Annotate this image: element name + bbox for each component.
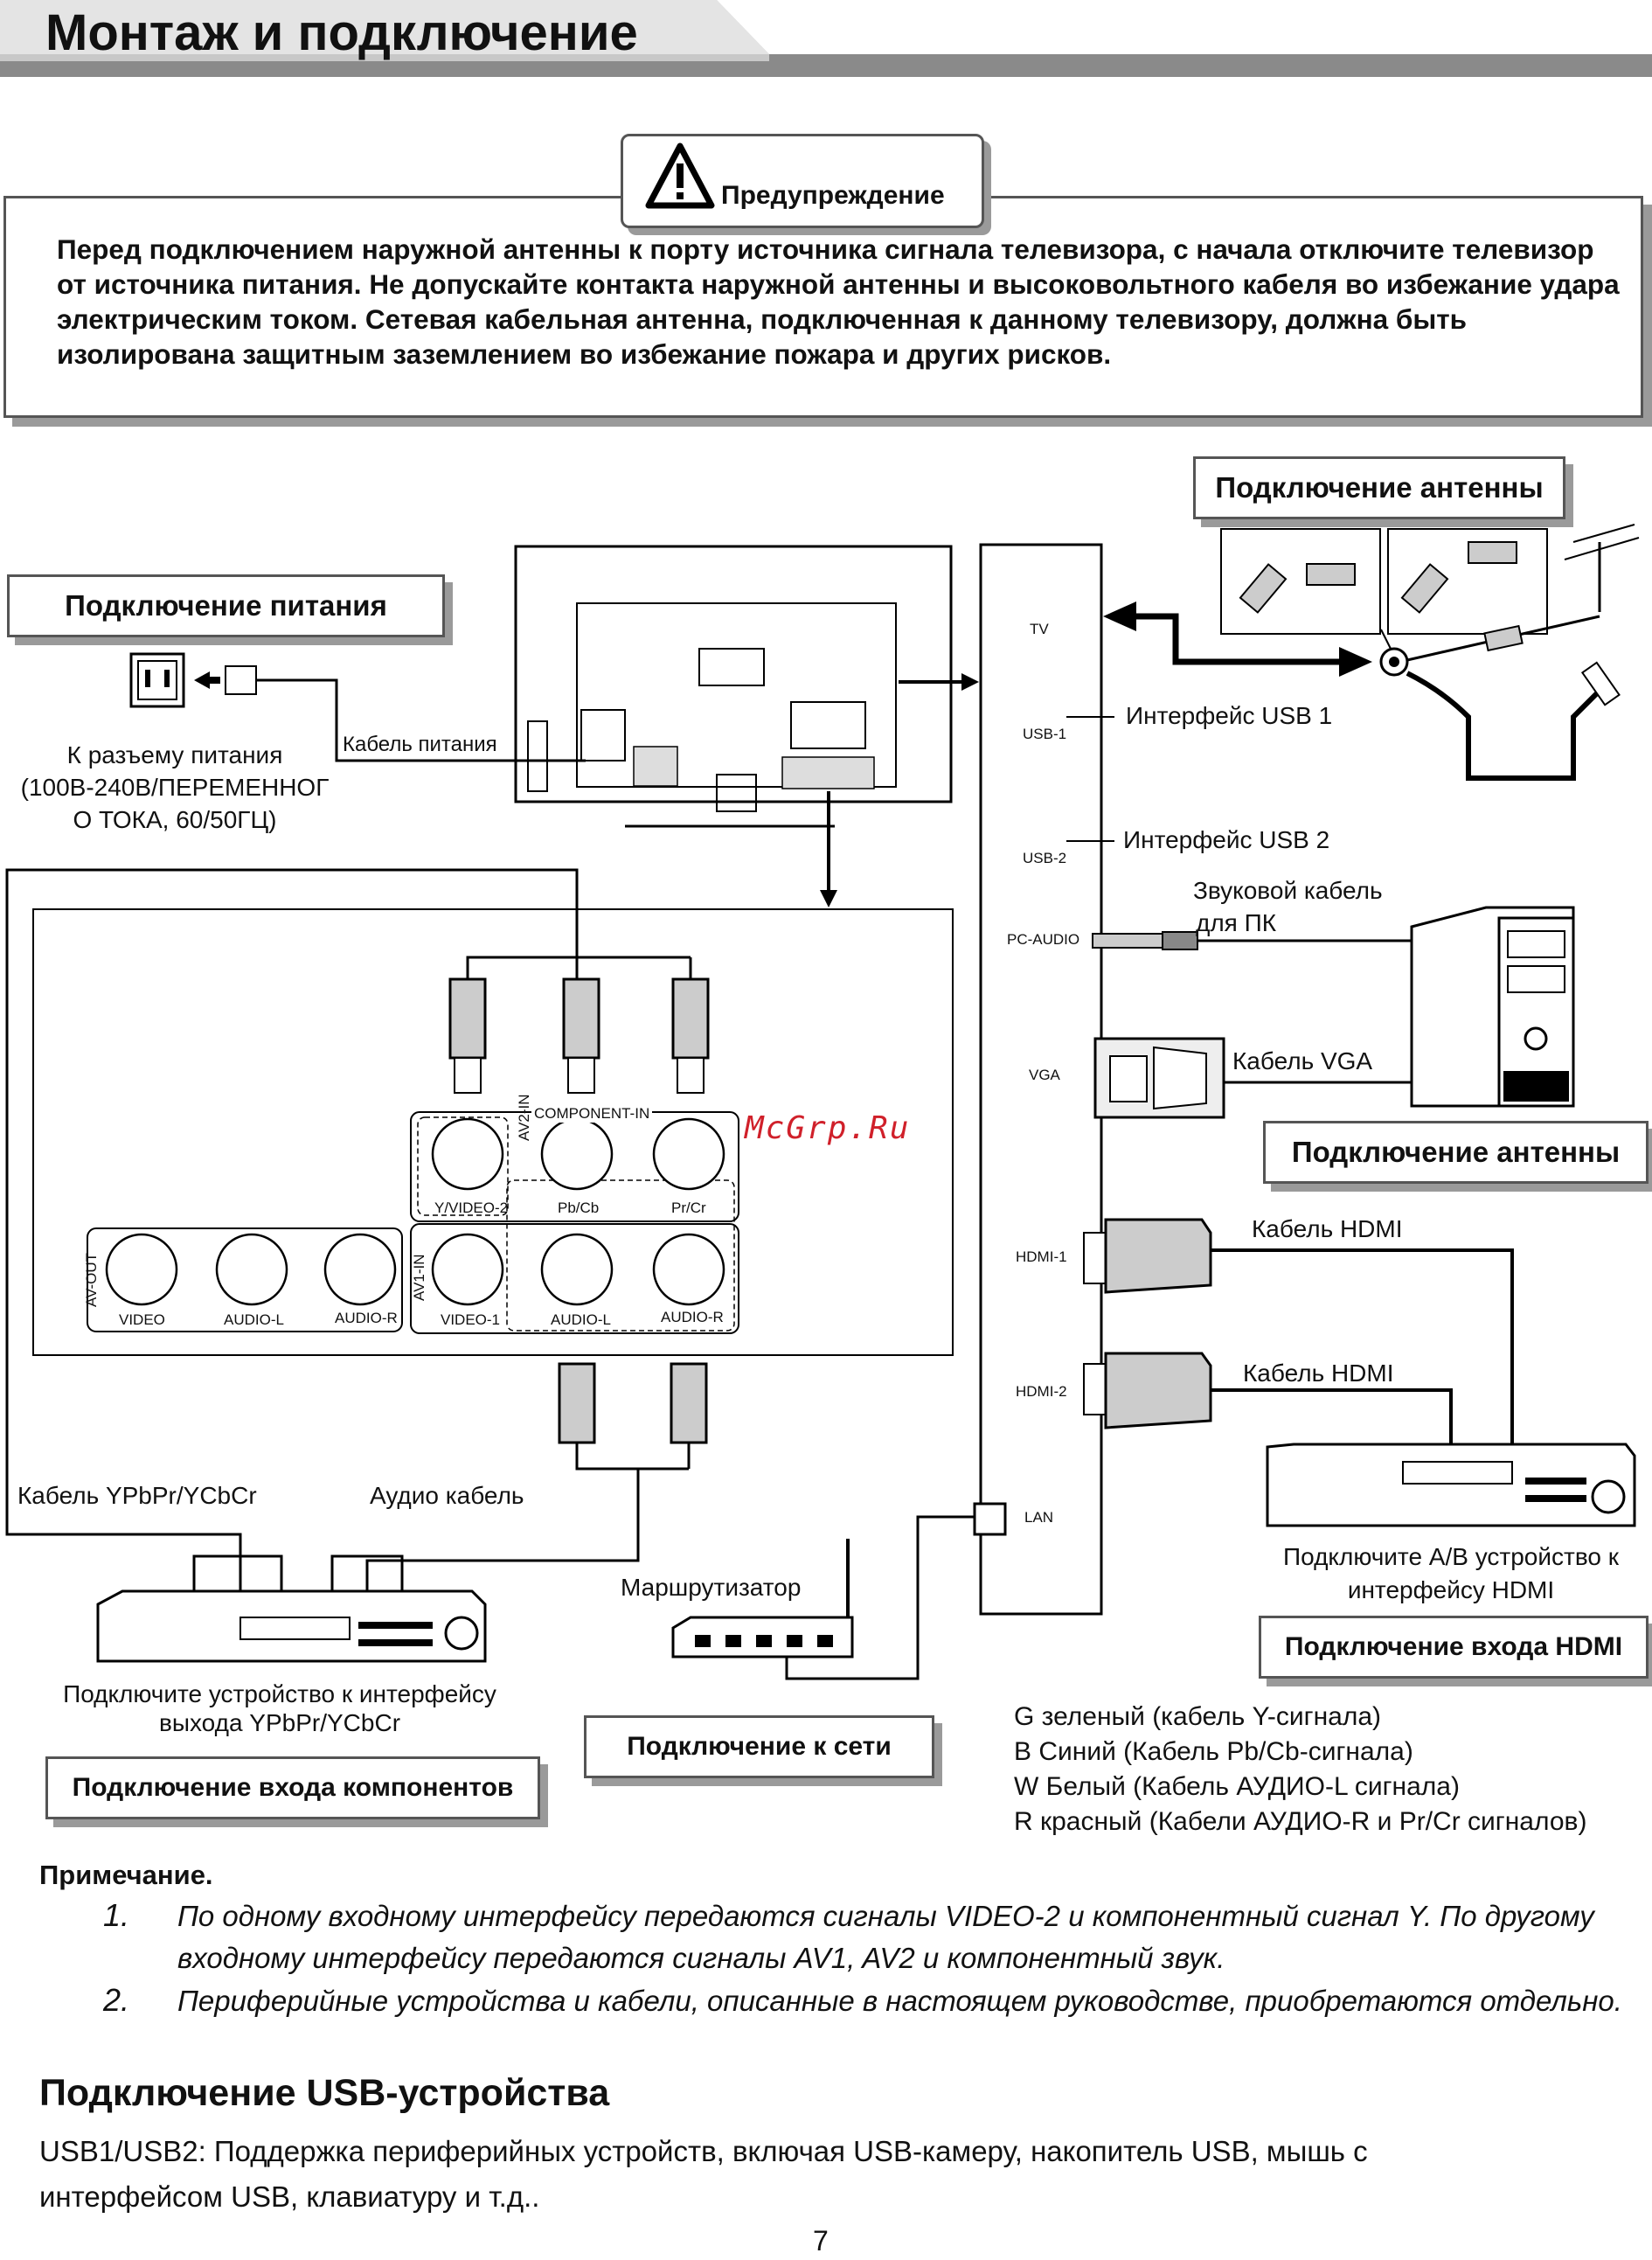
tv-back-illustration xyxy=(514,545,953,828)
rca-plugs-bottom xyxy=(365,1362,708,1591)
usb1-interface-label: Интерфейс USB 1 xyxy=(1126,702,1333,729)
legend-item: R красный (Кабели АУДИО-R и Pr/Cr сигнал… xyxy=(1014,1807,1587,1836)
watermark: McGrp.Ru xyxy=(745,1110,911,1146)
power-cable-label: Кабель питания xyxy=(343,733,497,756)
antenna-connector-illustration xyxy=(1220,524,1640,781)
hdmi-input-box: Подключение входа HDMI xyxy=(1259,1616,1649,1679)
pr-cr-label: Pr/Cr xyxy=(671,1200,706,1216)
title-band xyxy=(0,0,1652,77)
audio-l2-label: AUDIO-L xyxy=(551,1311,611,1328)
router-label: Маршрутизатор xyxy=(621,1574,802,1601)
connection-diagram xyxy=(5,524,1640,1680)
warning-label: Предупреждение xyxy=(721,181,945,210)
power-socket-label-3: О ТОКА, 60/50ГЦ) xyxy=(73,806,277,833)
power-socket-label-1: К разъему питания xyxy=(66,741,283,768)
pc-tower xyxy=(1410,906,1575,1108)
component-device-label-2: выхода YPbPr/YCbCr xyxy=(158,1709,401,1736)
ypbpr-cable-label: Кабель YPbPr/YCbCr xyxy=(17,1482,257,1509)
av1-in-label: AV1-IN xyxy=(411,1254,427,1301)
note-text: По одному входному интерфейсу передаются… xyxy=(177,1900,1594,1974)
component-in-label: COMPONENT-IN xyxy=(531,1105,653,1123)
usb-section-text: USB1/USB2: Поддержка периферийных устрой… xyxy=(39,2135,1368,2213)
usb-section-heading: Подключение USB-устройства xyxy=(39,2072,610,2114)
page-title: Монтаж и подключение xyxy=(45,4,638,61)
vga-port-label: VGA xyxy=(1029,1067,1060,1083)
hdmi-cable-label-1: Кабель HDMI xyxy=(1252,1215,1403,1242)
component-panel xyxy=(32,908,954,1356)
hdmi2-port-label: HDMI-2 xyxy=(1016,1383,1067,1400)
usb2-port-label: USB-2 xyxy=(1023,850,1067,866)
network-connection-box: Подключение к сети xyxy=(584,1715,934,1778)
component-input-box: Подключение входа компонентов xyxy=(45,1756,540,1819)
audio-r2-label: AUDIO-R xyxy=(661,1309,724,1325)
power-socket-label-2: (100В-240В/ПЕРЕМЕННОГ xyxy=(20,774,330,801)
usb2-interface-label: Интерфейс USB 2 xyxy=(1123,826,1330,853)
audio-l-label: AUDIO-L xyxy=(224,1311,284,1328)
av2-in-label: AV2-IN xyxy=(516,1094,532,1141)
warning-text: Перед подключением наружной антенны к по… xyxy=(57,233,1620,370)
av-device-label-2: интерфейсу HDMI xyxy=(1347,1576,1555,1603)
pc-audio-cable-label-2: для ПК xyxy=(1196,909,1277,936)
video1-label: VIDEO-1 xyxy=(441,1311,501,1328)
antenna-connection-box-top: Подключение антенны xyxy=(1193,456,1565,519)
pc-audio-port-label: PC-AUDIO xyxy=(1007,931,1080,948)
y-video2-label: Y/VIDEO-2 xyxy=(434,1200,509,1216)
antenna-connection-box-mid: Подключение антенны xyxy=(1263,1121,1649,1184)
tv-port-label: TV xyxy=(1030,621,1049,637)
audio-r-label: AUDIO-R xyxy=(335,1310,398,1326)
page-number: 7 xyxy=(813,2225,829,2257)
power-socket xyxy=(129,652,586,762)
hdmi-cable-label-2: Кабель HDMI xyxy=(1243,1359,1394,1387)
component-source-device xyxy=(96,1589,487,1663)
note-text: Периферийные устройства и кабели, описан… xyxy=(177,1985,1622,2017)
pb-cb-label: Pb/Cb xyxy=(558,1200,600,1216)
note-number: 2. xyxy=(103,1982,130,2018)
router xyxy=(671,1539,854,1658)
warning-icon xyxy=(645,143,715,209)
notes-heading: Примечание. xyxy=(39,1860,213,1890)
hdmi-av-device xyxy=(1266,1443,1636,1527)
vga-cable-label: Кабель VGA xyxy=(1232,1047,1373,1074)
note-number: 1. xyxy=(103,1897,130,1933)
pc-audio-cable-label-1: Звуковой кабель xyxy=(1193,877,1383,904)
rca-plugs-top xyxy=(448,956,710,1094)
hdmi1-port-label: HDMI-1 xyxy=(1016,1248,1067,1265)
component-device-label-1: Подключите устройство к интерфейсу xyxy=(63,1680,496,1707)
legend-item: W Белый (Кабель АУДИО-L сигнала) xyxy=(1014,1772,1460,1801)
av-device-label-1: Подключите А/В устройство к xyxy=(1283,1543,1619,1570)
hdmi-connector-2 xyxy=(1083,1352,1453,1444)
color-legend: G зеленый (кабель Y-сигнала) B Синий (Ка… xyxy=(1014,1700,1586,1839)
hdmi-connector-1 xyxy=(1083,1218,1514,1444)
warning-tab xyxy=(621,134,984,228)
vga-connector xyxy=(1093,1037,1412,1119)
legend-item: B Синий (Кабель Pb/Cb-сигнала) xyxy=(1014,1737,1413,1766)
video-label: VIDEO xyxy=(119,1311,165,1328)
av-out-label: AV-OUT xyxy=(83,1252,100,1307)
power-connection-box: Подключение питания xyxy=(7,574,445,637)
audio-cable-label: Аудио кабель xyxy=(370,1482,524,1509)
warning-box xyxy=(3,196,1643,418)
legend-item: G зеленый (кабель Y-сигнала) xyxy=(1014,1702,1382,1731)
lan-port-label: LAN xyxy=(1024,1509,1054,1526)
usb1-port-label: USB-1 xyxy=(1023,726,1067,742)
